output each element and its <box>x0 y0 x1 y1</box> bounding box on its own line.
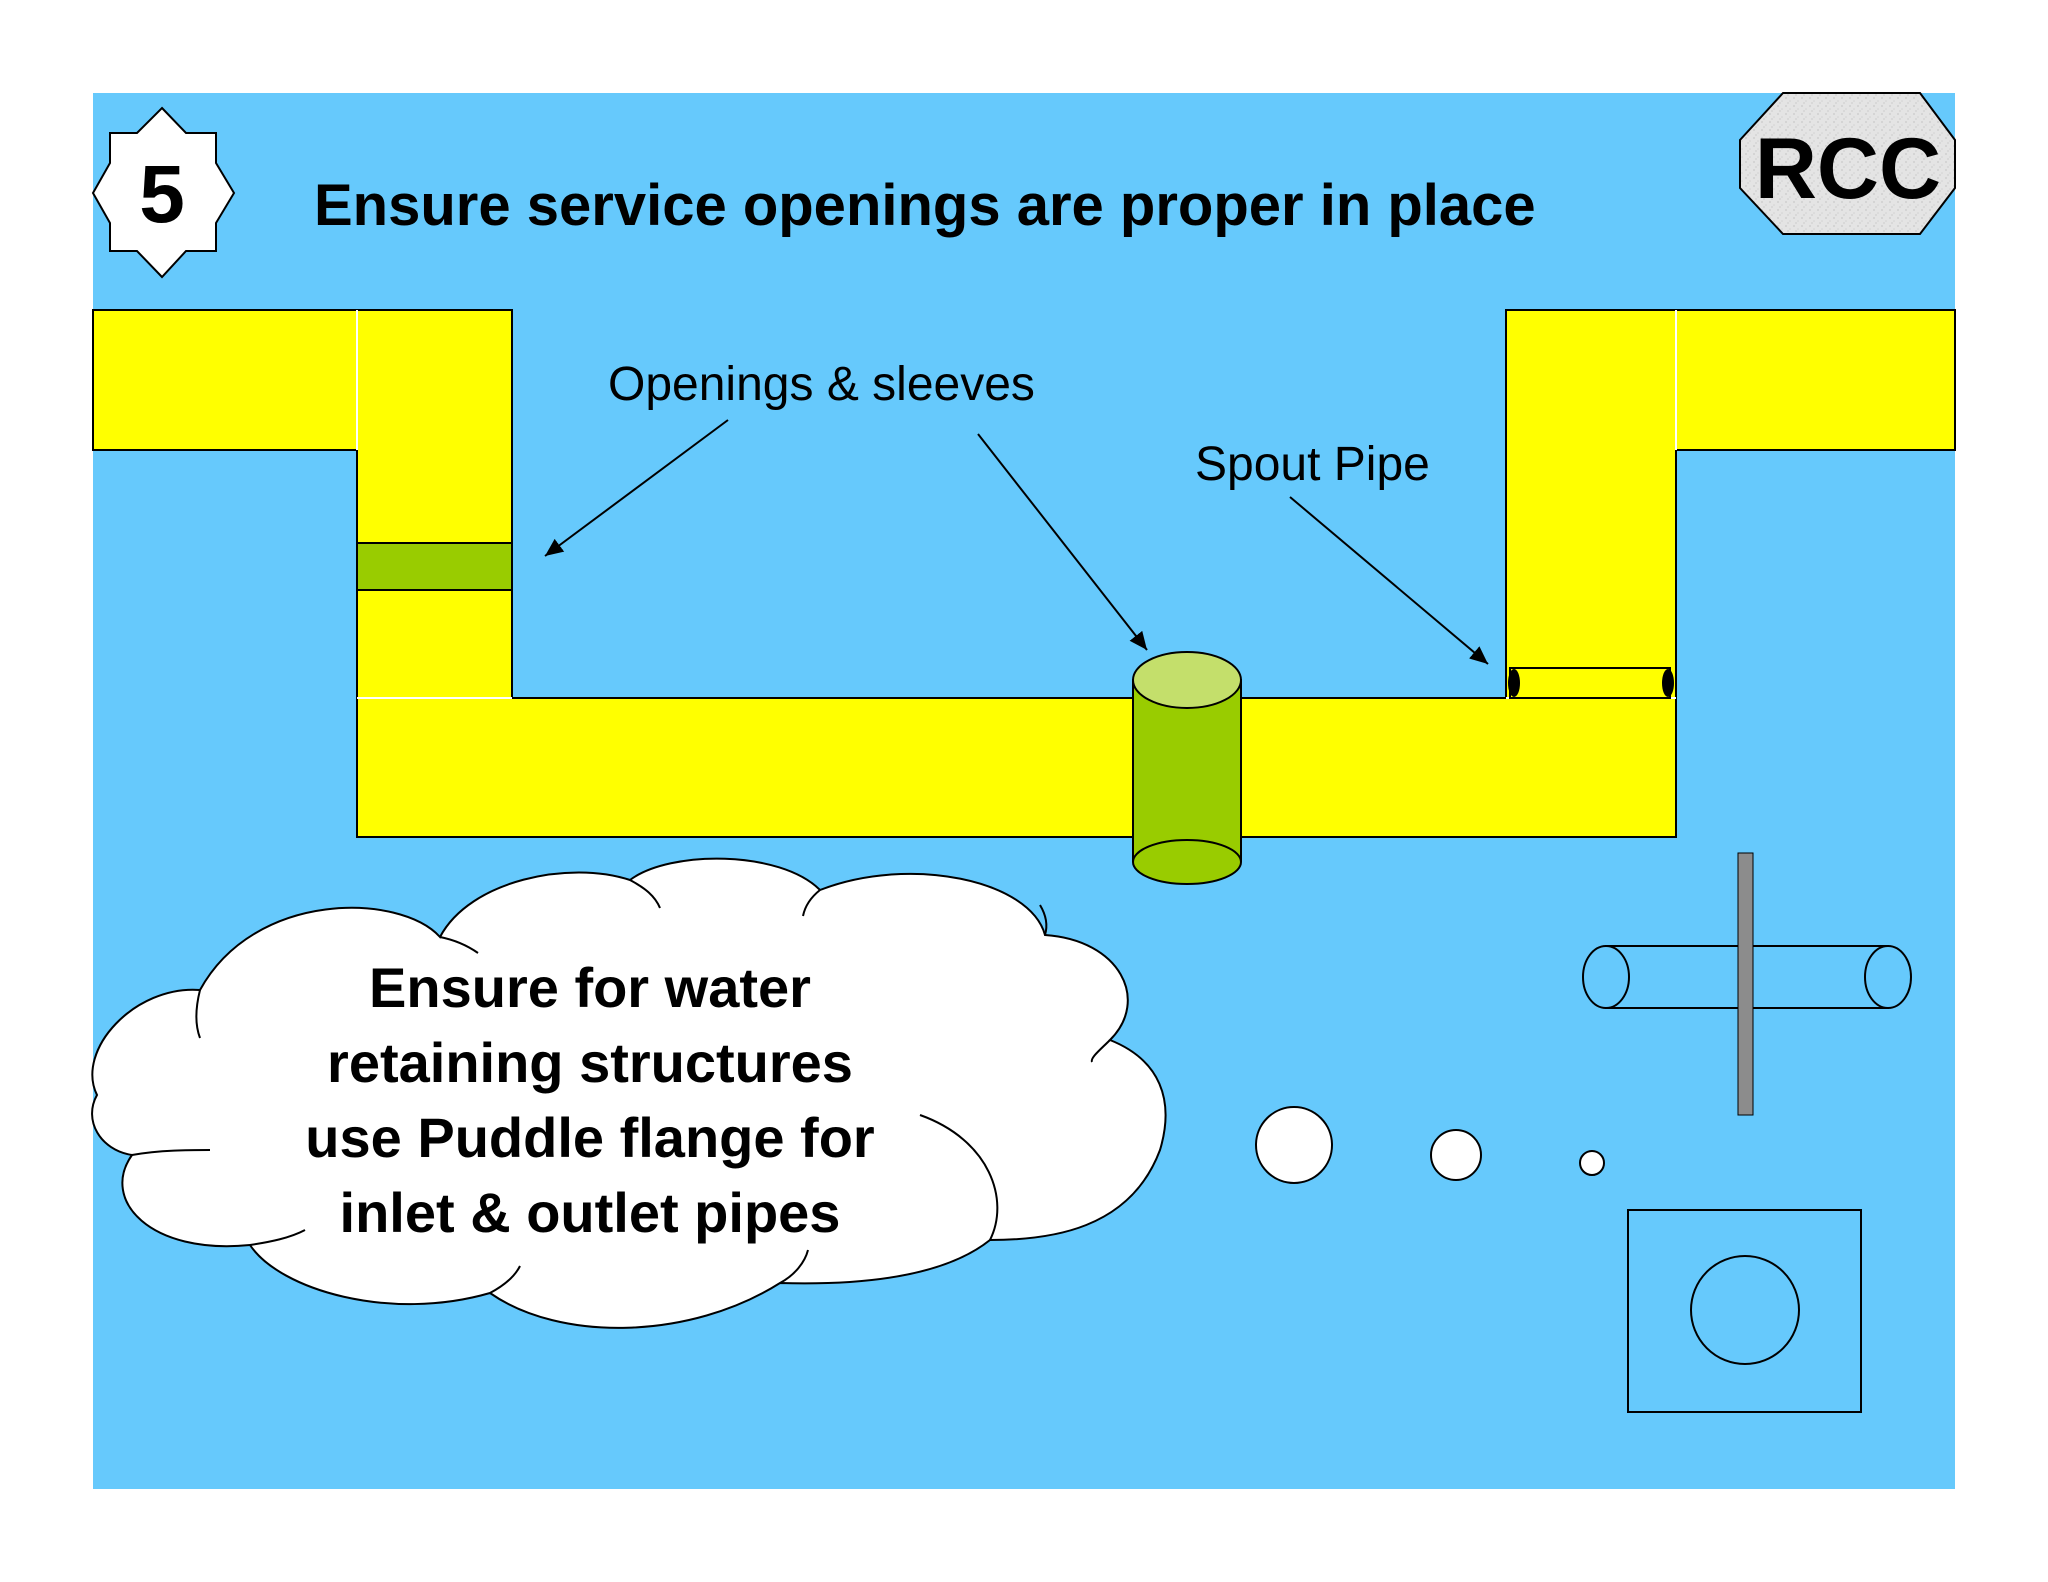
puddle-flange-side-view <box>1582 852 1912 1116</box>
slide-title: Ensure service openings are proper in pl… <box>314 173 1536 238</box>
cloud-crease <box>629 879 661 909</box>
floor-sleeve <box>1132 651 1242 885</box>
cloud-shape <box>91 857 1167 1329</box>
cloud-crease <box>1090 1039 1111 1063</box>
cloud-text-line: retaining structures <box>327 1031 853 1094</box>
thought-bubble <box>1579 1150 1605 1176</box>
arrow-to-spout <box>1289 496 1489 665</box>
cylinder-top <box>1132 651 1242 709</box>
spout-pipe-end <box>1508 669 1520 697</box>
step-badge: 5 <box>91 106 236 279</box>
cloud-crease <box>779 1249 809 1284</box>
puddle-flange-front-view <box>1627 1209 1862 1413</box>
cloud-crease <box>802 889 821 917</box>
cloud-crease <box>249 1229 306 1246</box>
thought-bubble <box>1255 1106 1333 1184</box>
openings-label: Openings & sleeves <box>608 358 1035 411</box>
rcc-badge: RCC <box>1739 92 1956 235</box>
pipe-opening <box>1690 1255 1800 1365</box>
wall-sleeve <box>356 542 513 591</box>
thought-cloud: Ensure for water retaining structures us… <box>91 857 1167 1329</box>
structure <box>92 309 1956 838</box>
rcc-label: RCC <box>1755 121 1941 217</box>
thought-bubble <box>1430 1129 1482 1181</box>
cloud-crease <box>131 1149 211 1156</box>
spout-pipe-end <box>1662 669 1674 697</box>
flange-plate <box>1737 852 1754 1116</box>
octagon-icon <box>1739 92 1956 235</box>
spout-pipe <box>1509 667 1671 699</box>
cylinder-base-line <box>1132 839 1242 863</box>
cloud-text-line: Ensure for water <box>369 956 811 1019</box>
spout-label: Spout Pipe <box>1195 438 1430 491</box>
pipe-end <box>1582 945 1630 1009</box>
cloud-crease <box>195 989 201 1039</box>
cloud-text-line: use Puddle flange for <box>305 1106 874 1169</box>
pipe-end <box>1864 945 1912 1009</box>
star-icon <box>91 106 236 279</box>
cloud-text-line: inlet & outlet pipes <box>340 1181 841 1244</box>
cylinder-body <box>1132 679 1242 885</box>
arrow-to-floor-sleeve <box>977 433 1148 651</box>
cloud-crease <box>439 936 479 954</box>
arrow-to-wall-sleeve <box>544 419 729 557</box>
cloud-crease <box>1039 904 1048 936</box>
step-number: 5 <box>139 149 185 240</box>
cloud-crease <box>919 1114 999 1241</box>
cloud-crease <box>489 1265 521 1294</box>
